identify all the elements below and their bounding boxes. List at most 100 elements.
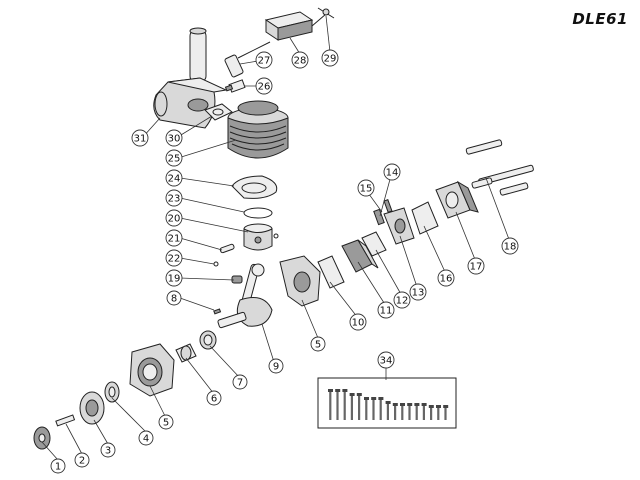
svg-text:15: 15 <box>360 184 373 195</box>
svg-text:6: 6 <box>211 394 217 405</box>
svg-text:5: 5 <box>315 340 321 351</box>
piston-ring <box>243 207 273 219</box>
callout-c18: 18 <box>501 237 519 255</box>
svg-text:27: 27 <box>258 56 271 67</box>
svg-text:12: 12 <box>396 296 409 307</box>
svg-text:13: 13 <box>412 288 425 299</box>
small-end-bearing <box>231 275 243 284</box>
callout-c5b: 5 <box>310 336 326 352</box>
callout-c17: 17 <box>467 257 485 275</box>
svg-text:26: 26 <box>258 82 271 93</box>
woodruff-key <box>213 308 222 315</box>
ignition-module <box>264 11 327 41</box>
svg-text:3: 3 <box>105 446 111 457</box>
callout-c5a: 5 <box>158 414 174 430</box>
svg-text:1: 1 <box>55 462 61 473</box>
svg-text:2: 2 <box>79 456 85 467</box>
screw <box>421 403 427 420</box>
callout-c9: 9 <box>268 358 284 374</box>
svg-text:11: 11 <box>380 306 393 317</box>
svg-text:25: 25 <box>168 154 181 165</box>
svg-text:9: 9 <box>273 362 279 373</box>
svg-text:14: 14 <box>386 168 399 179</box>
svg-text:20: 20 <box>168 214 181 225</box>
callout-c1: 1 <box>50 458 66 474</box>
carburetor <box>435 180 479 219</box>
callout-c31: 31 <box>131 129 149 147</box>
plug-cap <box>224 41 271 78</box>
callout-c6: 6 <box>206 390 222 406</box>
screw <box>356 393 362 420</box>
crankcase-front <box>129 343 175 397</box>
reed-petal <box>373 208 385 226</box>
callout-c28: 28 <box>291 51 309 69</box>
crankshaft <box>217 263 273 329</box>
callout-c20: 20 <box>165 209 183 227</box>
callout-c25: 25 <box>165 149 183 167</box>
hall-sensor <box>317 7 335 19</box>
svg-text:21: 21 <box>168 234 181 245</box>
callout-c30: 30 <box>165 129 183 147</box>
piston-pin <box>219 243 235 254</box>
callout-c2: 2 <box>74 452 90 468</box>
long-bolts <box>465 139 534 196</box>
screw <box>328 389 333 420</box>
callout-c3: 3 <box>100 442 116 458</box>
screw <box>371 397 377 420</box>
screw <box>364 397 369 420</box>
model-name: DLE61 <box>572 10 628 28</box>
crankcase-rear <box>279 255 321 307</box>
svg-text:34: 34 <box>380 356 393 367</box>
screw <box>385 401 391 420</box>
svg-text:7: 7 <box>237 378 243 389</box>
callout-c15: 15 <box>357 179 375 197</box>
carb-gasket <box>411 201 439 235</box>
callout-c10: 10 <box>349 313 367 331</box>
reed-block <box>341 239 379 273</box>
svg-text:24: 24 <box>168 174 181 185</box>
callout-c27: 27 <box>255 51 273 69</box>
front-bearing <box>104 381 120 403</box>
screw-set <box>317 377 457 429</box>
screw <box>443 405 449 420</box>
prop-washer <box>55 414 76 427</box>
callout-c29: 29 <box>321 49 339 67</box>
svg-text:23: 23 <box>168 194 181 205</box>
screw <box>392 403 398 420</box>
screw <box>414 403 420 420</box>
callout-c11: 11 <box>377 301 395 319</box>
svg-text:18: 18 <box>504 242 517 253</box>
screw <box>342 389 348 420</box>
muffler <box>153 27 228 129</box>
callout-c22: 22 <box>165 249 183 267</box>
bearing-inner <box>175 343 197 363</box>
screw <box>407 403 413 420</box>
callout-c7: 7 <box>232 374 248 390</box>
callout-c12: 12 <box>393 291 411 309</box>
svg-text:17: 17 <box>470 262 483 273</box>
screw <box>436 405 441 420</box>
prop-hub <box>79 391 105 425</box>
callout-c19: 19 <box>165 269 183 287</box>
svg-text:28: 28 <box>294 56 307 67</box>
svg-text:30: 30 <box>168 134 181 145</box>
screw <box>378 397 384 420</box>
bearing-outer <box>199 330 217 350</box>
callout-c4: 4 <box>138 430 154 446</box>
svg-text:16: 16 <box>440 274 453 285</box>
callout-c21: 21 <box>165 229 183 247</box>
callout-c16: 16 <box>437 269 455 287</box>
piston <box>243 223 273 251</box>
cylinder-gasket <box>231 175 278 199</box>
svg-text:4: 4 <box>143 434 149 445</box>
callout-c14: 14 <box>383 163 401 181</box>
callout-c13: 13 <box>409 283 427 301</box>
svg-text:10: 10 <box>352 318 365 329</box>
spacer <box>383 207 415 245</box>
svg-text:22: 22 <box>168 254 181 265</box>
callout-c34: 34 <box>377 351 395 369</box>
screw <box>349 393 355 420</box>
callout-c23: 23 <box>165 189 183 207</box>
svg-text:19: 19 <box>168 274 181 285</box>
